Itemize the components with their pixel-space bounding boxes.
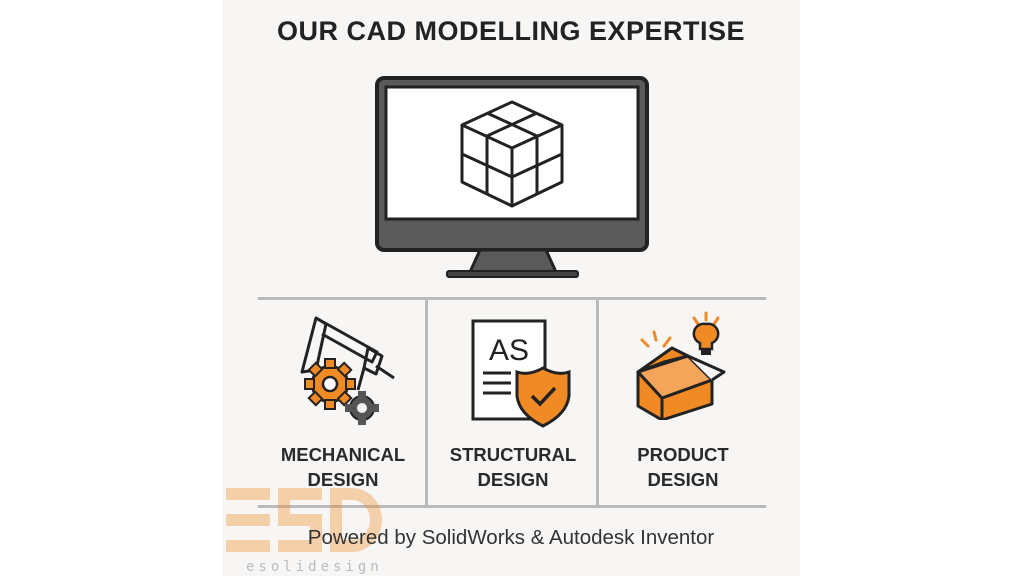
cube-icon xyxy=(460,100,564,208)
document-shield-icon: AS xyxy=(471,319,571,428)
label-line: DESIGN xyxy=(477,469,549,490)
gears-robot-arm-icon xyxy=(300,316,395,425)
label-line: MECHANICAL xyxy=(280,444,406,465)
divider-vertical xyxy=(425,298,428,506)
monitor-icon xyxy=(375,76,649,278)
service-label-structural: STRUCTURAL DESIGN xyxy=(428,442,598,492)
footer-text: Powered by SolidWorks & Autodesk Invento… xyxy=(307,526,715,549)
label-line: DESIGN xyxy=(307,469,379,490)
service-label-mechanical: MECHANICAL DESIGN xyxy=(258,442,428,492)
service-label-product: PRODUCT DESIGN xyxy=(598,442,768,492)
label-line: STRUCTURAL xyxy=(449,444,577,465)
divider-bottom xyxy=(258,505,766,508)
label-line: DESIGN xyxy=(647,469,719,490)
label-line: PRODUCT xyxy=(637,444,729,465)
box-lightbulb-icon xyxy=(636,311,726,420)
esd-watermark-logo xyxy=(226,488,382,552)
divider-vertical xyxy=(596,298,599,506)
doc-text: AS xyxy=(489,334,529,367)
gear-orange xyxy=(304,358,356,410)
page-title: OUR CAD MODELLING EXPERTISE xyxy=(276,16,746,46)
divider-top xyxy=(258,297,766,300)
watermark-text: esolidesign xyxy=(246,559,383,575)
